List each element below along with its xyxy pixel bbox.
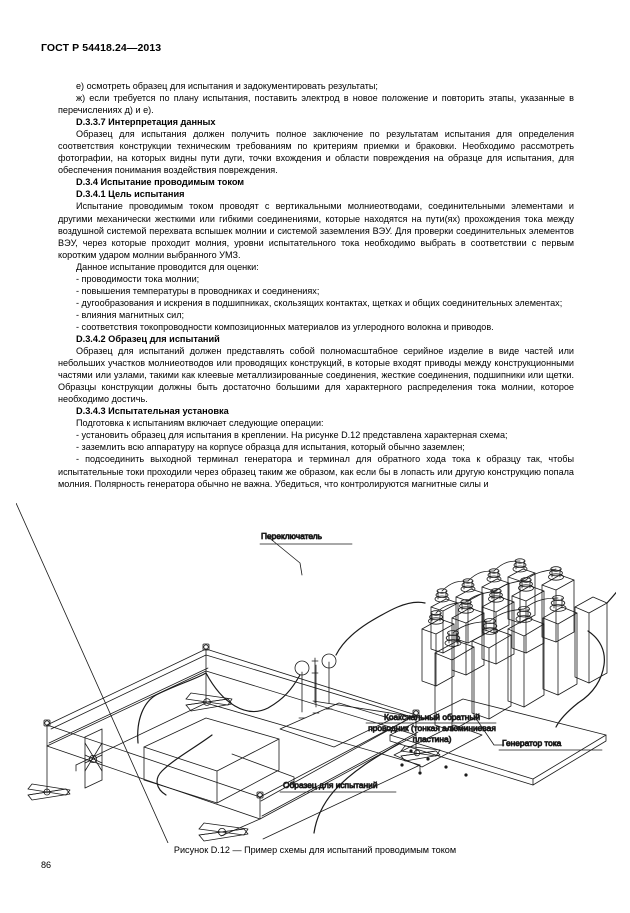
- bushing-insulator: [548, 566, 564, 581]
- paragraph: Данное испытание проводится для оценки:: [76, 261, 259, 272]
- capacitor-column: [507, 617, 545, 708]
- leader-line-switch: [259, 535, 353, 576]
- bushing-insulator: [460, 578, 476, 593]
- list-item: - повышения температуры в проводниках и …: [76, 285, 320, 296]
- capacitor-column: [541, 574, 575, 643]
- list-item: - подсоединить выходной терминал генерат…: [58, 454, 574, 489]
- insulator-base-bottom: [198, 818, 261, 842]
- section-heading: D.3.4.3 Испытательная установка: [76, 406, 229, 417]
- hv-cable: [137, 591, 616, 834]
- label-switch: Переключатель: [261, 531, 323, 541]
- list-item: - дугообразования и искрения в подшипник…: [76, 297, 563, 308]
- list-item: - влияния магнитных сил;: [76, 309, 185, 320]
- paragraph: Образец для испытаний должен представлят…: [58, 346, 574, 405]
- label-coaxial-line1: Коаксиальный обратный: [384, 712, 480, 722]
- bushing-insulator: [434, 588, 450, 603]
- insulator-base-left: [27, 745, 71, 801]
- capacitor-column: [542, 606, 578, 696]
- figure-d12-drawing: Переключатель Генератор тока Коаксиальны…: [16, 503, 616, 843]
- bushing-insulator: [486, 568, 502, 583]
- bushing-insulator: [444, 630, 462, 647]
- paragraph: Испытание проводимым током проводят с ве…: [58, 201, 574, 260]
- page-number: 86: [41, 860, 52, 870]
- label-test-specimen: Образец для испытаний: [283, 780, 378, 790]
- label-coaxial-line2: проводник (тонкая алюминиевая: [368, 723, 496, 733]
- generator-terminal-strip: [393, 724, 483, 768]
- bushing-insulator: [518, 577, 534, 592]
- figure-caption: Рисунок D.12 — Пример схемы для испытани…: [173, 845, 457, 855]
- bushing-insulator: [549, 595, 567, 612]
- test-rig-frame: [43, 643, 420, 820]
- paragraph: ж) если требуется по плану испытания, по…: [58, 93, 574, 116]
- section-heading: D.3.4 Испытание проводимым током: [76, 177, 245, 188]
- bushing-insulator: [428, 610, 444, 625]
- list-item: - установить образец для испытания в кре…: [76, 430, 508, 441]
- connection-terminal: [400, 749, 468, 777]
- body-text-column: е) осмотреть образец для испытания и зад…: [58, 80, 574, 490]
- capacitor-column: [574, 596, 608, 684]
- list-item: - проводимости тока молнии;: [76, 273, 200, 284]
- list-item: - соответствия токопроводности композици…: [76, 321, 494, 332]
- paragraph: Образец для испытания должен получить по…: [58, 129, 574, 176]
- leader-line-test-specimen: [231, 753, 397, 793]
- section-heading: D.3.3.7 Интерпретация данных: [76, 117, 216, 128]
- bushing-insulator: [458, 599, 474, 614]
- leader-line-current-generator: [474, 716, 603, 751]
- bushing-insulator: [488, 588, 504, 603]
- cage-end-lattice: [84, 728, 103, 789]
- leader-line-coaxial-conductor: [312, 700, 497, 724]
- bushing-insulator: [515, 606, 533, 623]
- bushing-insulator: [481, 618, 499, 635]
- current-generator: [389, 558, 608, 786]
- capacitor-column: [511, 585, 545, 654]
- document-header-standard-id: ГОСТ Р 54418.24—2013: [41, 42, 162, 54]
- section-heading: D.3.4.1 Цель испытания: [76, 189, 185, 200]
- capacitor-column: [421, 618, 455, 687]
- capacitor-column: [471, 628, 512, 720]
- paragraph: е) осмотреть образец для испытания и зад…: [76, 81, 378, 91]
- section-heading: D.3.4.2 Образец для испытаний: [76, 333, 220, 344]
- label-current-generator: Генератор тока: [502, 738, 562, 748]
- figure-d12: Переключатель Генератор тока Коаксиальны…: [16, 503, 616, 843]
- spark-gap-switch: [16, 503, 393, 843]
- test-specimen-box: [143, 717, 280, 804]
- list-item: - заземлить всю аппаратуру на корпусе об…: [76, 442, 465, 453]
- label-coaxial-line3: пластина): [413, 734, 452, 744]
- paragraph: Подготовка к испытаниям включает следующ…: [76, 418, 324, 429]
